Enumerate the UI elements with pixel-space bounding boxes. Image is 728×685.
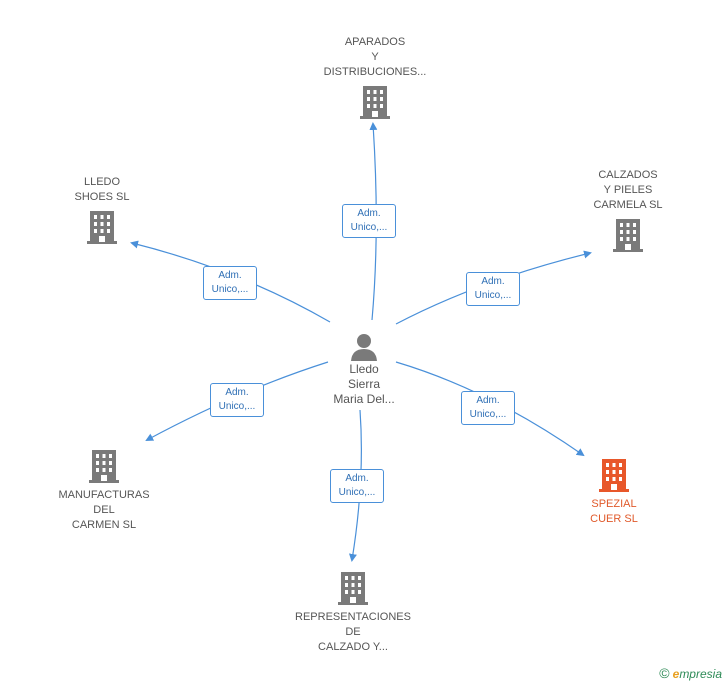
company-name[interactable]: MANUFACTURAS DEL CARMEN SL: [58, 489, 150, 531]
building-icon: [87, 211, 117, 244]
company-node-calzados[interactable]: CALZADOS Y PIELES CARMELA SL: [572, 168, 684, 253]
copyright-icon: ©: [659, 665, 670, 681]
building-icon: [360, 86, 390, 119]
company-name[interactable]: REPRESENTACIONES DE CALZADO Y...: [295, 611, 411, 653]
relation-label-spezial[interactable]: Adm. Unico,...: [461, 391, 515, 425]
company-name[interactable]: LLEDO SHOES SL: [74, 176, 130, 203]
company-node-lledo-shoes[interactable]: LLEDO SHOES SL: [50, 175, 154, 245]
building-icon: [338, 572, 368, 605]
company-name[interactable]: SPEZIAL CUER SL: [590, 498, 638, 525]
relation-label-aparados[interactable]: Adm. Unico,...: [342, 204, 396, 238]
relation-label-manufacturas[interactable]: Adm. Unico,...: [210, 383, 264, 417]
building-icon: [89, 450, 119, 483]
relation-label-lledo-shoes[interactable]: Adm. Unico,...: [203, 266, 257, 300]
company-name[interactable]: APARADOS Y DISTRIBUCIONES...: [323, 36, 427, 78]
company-node-spezial[interactable]: SPEZIAL CUER SL: [562, 457, 666, 527]
relation-label-representaciones[interactable]: Adm. Unico,...: [330, 469, 384, 503]
company-name[interactable]: CALZADOS Y PIELES CARMELA SL: [593, 169, 663, 211]
brand-initial: e: [672, 667, 680, 681]
relation-label-calzados[interactable]: Adm. Unico,...: [466, 272, 520, 306]
brand-watermark: ©empresia: [659, 665, 722, 681]
company-node-manufacturas[interactable]: MANUFACTURAS DEL CARMEN SL: [48, 448, 160, 533]
building-icon: [613, 219, 643, 252]
person-name[interactable]: Lledo Sierra Maria Del...: [333, 362, 395, 406]
building-icon-highlighted: [599, 459, 629, 492]
brand-name: mpresia: [679, 667, 722, 681]
person-icon: [351, 334, 377, 361]
company-node-representaciones[interactable]: REPRESENTACIONES DE CALZADO Y...: [283, 570, 423, 655]
company-node-aparados[interactable]: APARADOS Y DISTRIBUCIONES...: [312, 35, 438, 120]
person-node[interactable]: Lledo Sierra Maria Del...: [318, 332, 410, 407]
